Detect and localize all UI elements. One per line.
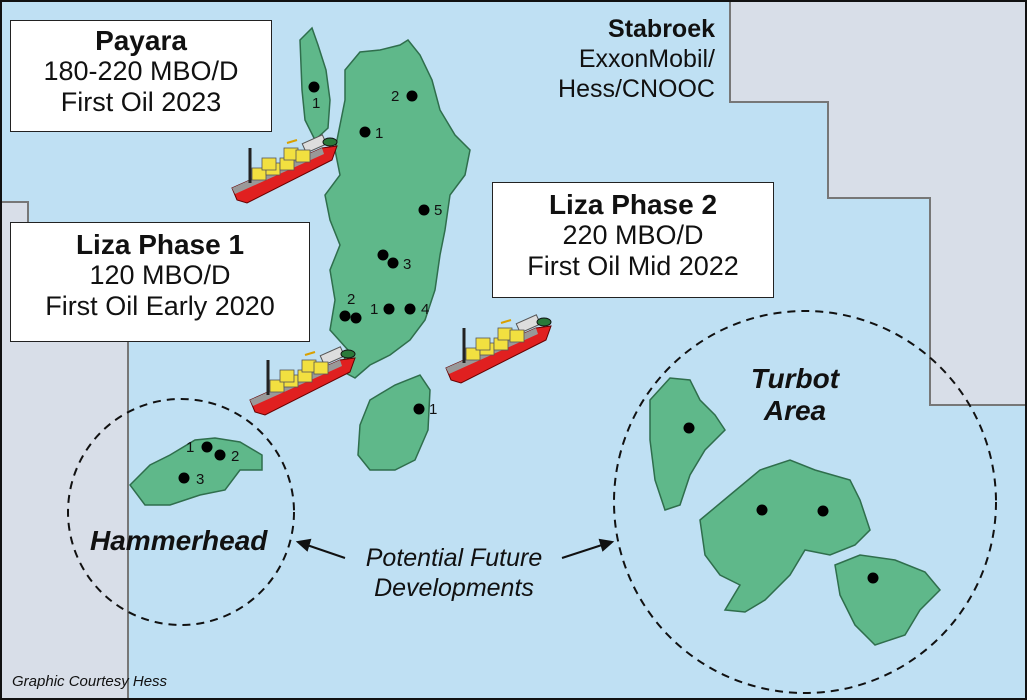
block-partners: ExxonMobil/ [578,45,715,73]
wells [178,81,879,584]
callout-first-oil: First Oil 2023 [60,86,222,117]
well-label: 5 [434,202,443,219]
arrows [295,538,615,559]
callout-payara: Payara 180-220 MBO/D First Oil 2023 [10,20,272,132]
callout-first-oil: First Oil Mid 2022 [527,250,739,281]
turbot-field-3 [834,554,942,646]
hammerhead-field [129,437,263,506]
well-label: 1 [312,95,321,112]
callout-liza-phase-2: Liza Phase 2 220 MBO/D First Oil Mid 202… [492,182,774,298]
area-name: Area [763,395,827,427]
turbot-area-label: Turbot Area [745,363,845,427]
liza-field [324,39,471,379]
liza-south-field [357,374,431,471]
callout-title: Payara [95,25,187,56]
well-label: 2 [347,291,356,308]
well-label: 1 [429,401,438,418]
callout-rate: 120 MBO/D [89,260,231,291]
callout-rate: 180-220 MBO/D [43,56,239,87]
well-label: 3 [403,256,412,273]
well-label: 4 [421,301,430,318]
future-developments-label: Potential Future Developments [345,543,563,603]
oil-fields [129,26,942,646]
turbot-field-1 [649,377,726,511]
well-label: 1 [186,439,195,456]
callout-rate: 220 MBO/D [562,220,704,251]
callout-liza-phase-1: Liza Phase 1 120 MBO/D First Oil Early 2… [10,222,310,342]
well-label: 2 [391,88,400,105]
callout-first-oil: First Oil Early 2020 [45,290,275,321]
well-label: 2 [231,448,240,465]
well-label: 3 [196,471,205,488]
hammerhead-label: Hammerhead [90,525,268,556]
area-name: Turbot [750,363,840,394]
land-right [729,0,1027,406]
credit: Graphic Courtesy Hess [12,673,168,690]
turbot-field-2 [699,459,871,613]
block-partners: Hess/CNOOC [558,75,715,103]
well-label: 1 [375,125,384,142]
future-circles [67,310,997,694]
future-line: Developments [374,574,534,602]
well-label: 1 [370,301,379,318]
callout-title: Liza Phase 1 [75,229,245,260]
stabroek-label: Stabroek ExxonMobil/ Hess/CNOOC [558,14,715,104]
block-name: Stabroek [608,15,715,43]
future-line: Potential Future [365,544,543,572]
callout-title: Liza Phase 2 [548,189,718,220]
